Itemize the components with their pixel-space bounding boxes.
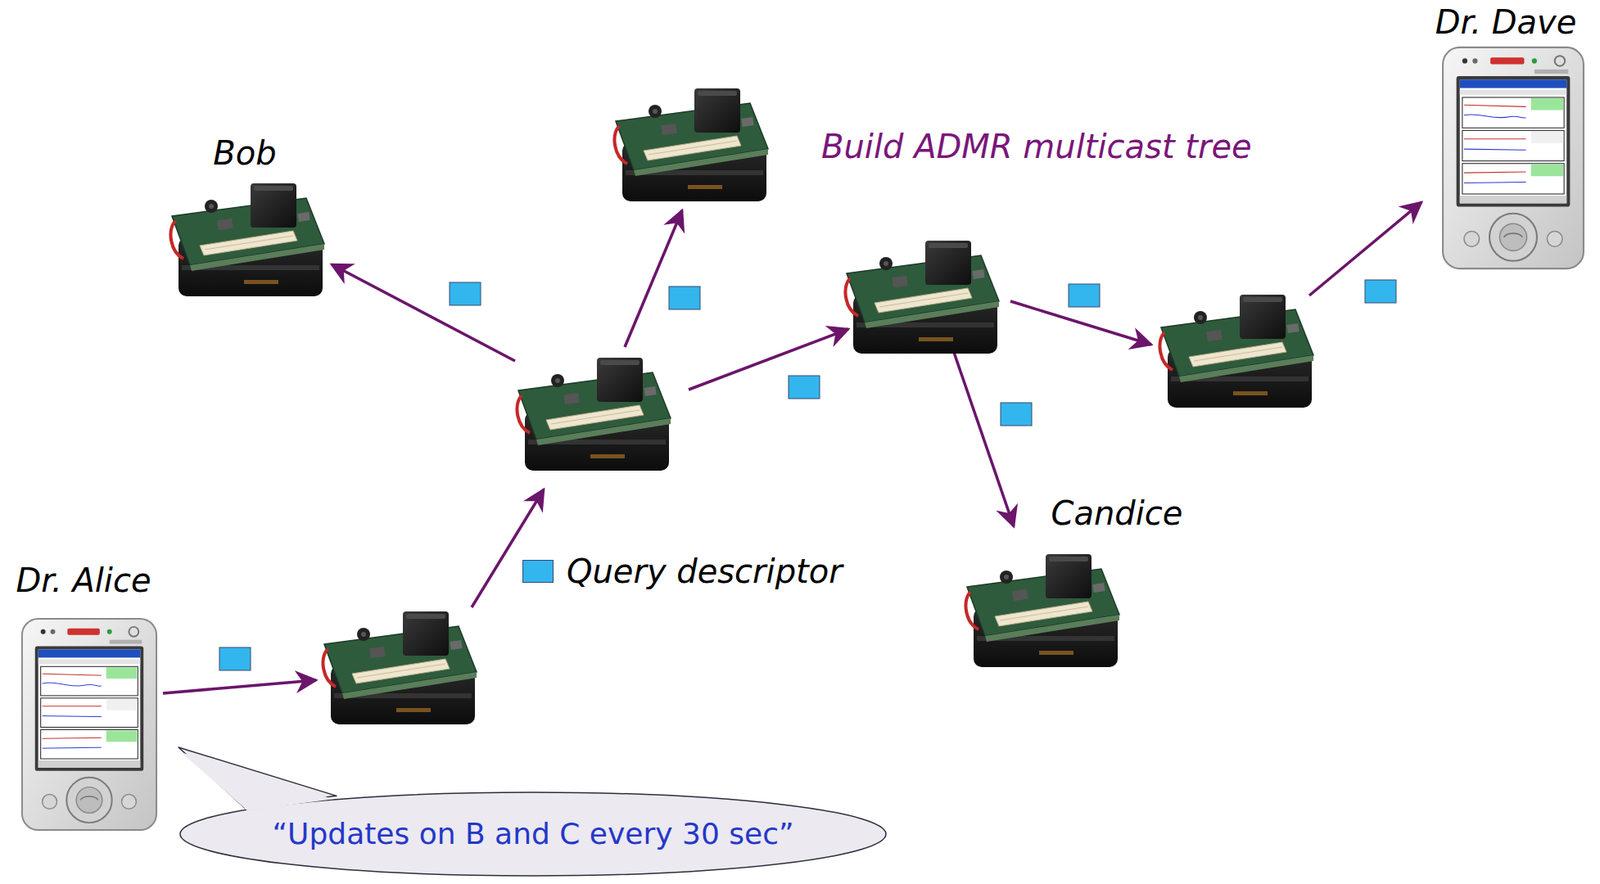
legend-swatch	[522, 560, 554, 584]
sensor-mote	[845, 240, 999, 354]
pda-device	[22, 619, 157, 831]
pda-device	[1442, 47, 1584, 269]
legend-entry: Query descriptor	[522, 552, 843, 591]
arrows	[162, 202, 1422, 694]
legend-text: Query descriptor	[566, 552, 843, 591]
sensor-mote	[171, 183, 325, 297]
device-label: Candice	[1051, 494, 1184, 533]
arrow-line	[949, 338, 1014, 527]
packet-square	[1364, 280, 1397, 303]
arrow-line	[162, 680, 317, 694]
sensor-mote	[517, 357, 671, 471]
bubble-text: “Updates on B and C every 30 sec”	[271, 817, 794, 852]
speech-bubble: “Updates on B and C every 30 sec”	[178, 790, 888, 878]
mote-node: Candice	[958, 494, 1196, 670]
device-label: Dr. Alice	[15, 561, 151, 600]
device-label: Dr. Dave	[1435, 3, 1578, 41]
bubble-join	[180, 752, 334, 811]
sensor-mote	[966, 554, 1120, 668]
arrow-line	[1010, 301, 1152, 345]
packet-square	[449, 282, 481, 306]
arrow-line	[471, 489, 544, 608]
mote-node: Bob	[163, 134, 333, 305]
sensor-mote	[323, 611, 477, 725]
arrow-line	[688, 329, 849, 390]
packet-square	[1000, 402, 1032, 426]
pda-node: Dr. Dave	[1431, 3, 1596, 276]
sensor-mote	[1160, 294, 1314, 408]
packet-square	[219, 647, 251, 671]
arrow-line	[331, 264, 516, 362]
diagram-caption: Build ADMR multicast tree	[821, 127, 1252, 166]
pda-node: Dr. Alice	[8, 561, 169, 834]
query-packets	[219, 280, 1397, 671]
device-label: Bob	[212, 134, 276, 172]
sensor-mote	[614, 88, 769, 202]
packet-square	[1068, 284, 1100, 308]
packet-square	[668, 286, 701, 310]
packet-square	[788, 375, 820, 399]
arrow-line	[624, 210, 683, 348]
